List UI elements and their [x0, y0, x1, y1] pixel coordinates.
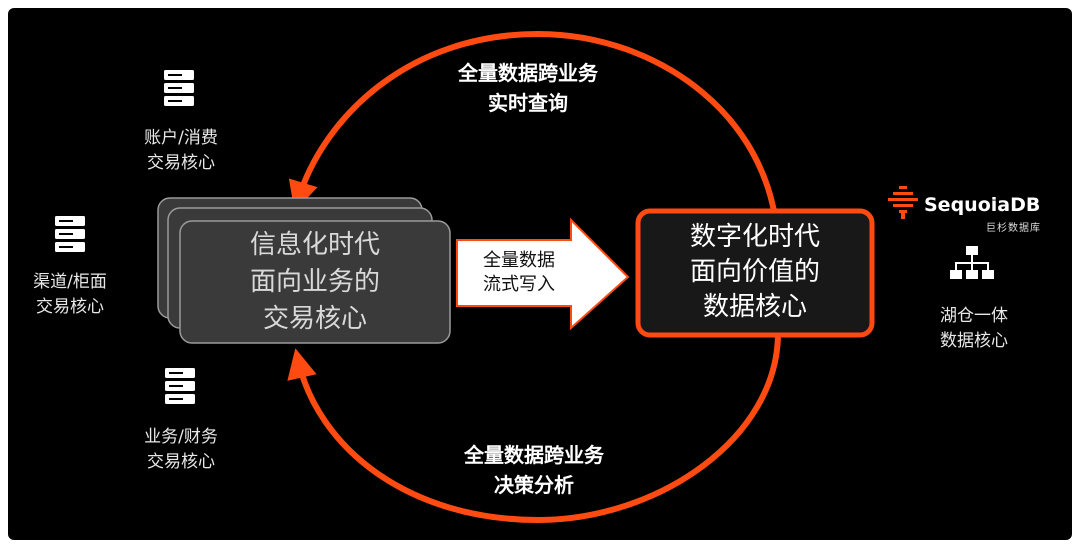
stream-write-label: 全量数据 流式写入	[483, 250, 555, 295]
hierarchy-icon	[950, 246, 994, 279]
loop-label-top: 全量数据跨业务 实时查询	[458, 61, 598, 115]
transaction-core-label: 信息化时代 面向业务的 交易核心	[249, 230, 380, 334]
stream-write-arrow	[456, 217, 630, 331]
diagram-graphics	[55, 30, 994, 524]
lakehouse-core-label: 湖仓一体 数据核心	[940, 306, 1008, 351]
loop-arrow-bottom	[287, 332, 781, 524]
server-icon	[55, 216, 85, 252]
logo-subtitle: 巨杉数据库	[986, 223, 1041, 234]
transaction-core-card	[179, 220, 451, 344]
business-finance-core-label: 业务/财务 交易核心	[144, 427, 218, 472]
sequoiadb-logo-icon	[888, 186, 918, 219]
logo-name: SequoiaDB	[924, 194, 1041, 216]
loop-arrow-top	[288, 30, 781, 254]
data-core-label: 数字化时代 面向价值的 数据核心	[689, 222, 820, 322]
loop-label-bottom: 全量数据跨业务 决策分析	[464, 443, 604, 497]
diagram-canvas: 全量数据跨业务 实时查询 全量数据跨业务 决策分析 信息化时代 面向业务的 交易…	[8, 8, 1072, 540]
server-icon	[165, 368, 195, 404]
channel-counter-core-label: 渠道/柜面 交易核心	[33, 272, 107, 317]
server-icon	[164, 70, 194, 106]
data-core-box	[635, 208, 875, 338]
account-consumption-core-label: 账户/消费 交易核心	[144, 128, 218, 173]
